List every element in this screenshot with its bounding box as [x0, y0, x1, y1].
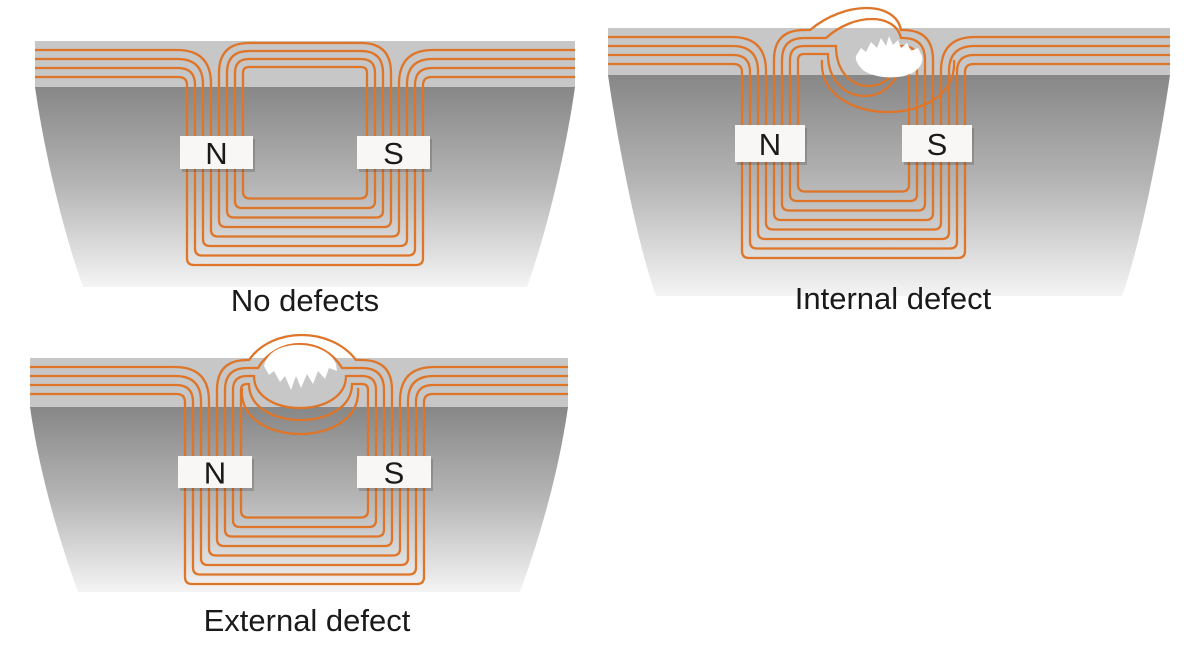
- field-line: [239, 488, 370, 519]
- field-line: [225, 169, 385, 219]
- field-line: [35, 66, 197, 136]
- field-line: [406, 374, 568, 456]
- field-line: [30, 365, 211, 456]
- field-line: [796, 162, 911, 193]
- field-line: [30, 383, 195, 456]
- field-line: [963, 62, 1170, 125]
- field-line: [955, 53, 1170, 125]
- pole-box-s: [357, 456, 431, 488]
- field-line: [240, 387, 360, 436]
- field-line: [772, 162, 935, 222]
- panel-svg-external-defect: N S External defect: [30, 333, 568, 638]
- slab-surface-strip: [35, 41, 575, 87]
- panel-external-defect: N S External defect: [0, 330, 600, 665]
- slab-body: [35, 87, 575, 287]
- field-line: [183, 488, 426, 586]
- pole-label-s: S: [927, 127, 948, 162]
- field-line: [780, 162, 927, 212]
- field-line: [772, 6, 935, 125]
- field-line: [199, 488, 410, 567]
- pole-box-n: [178, 456, 252, 488]
- field-line: [947, 44, 1170, 125]
- panel-internal-defect: N S Internal defect: [600, 0, 1200, 340]
- field-line: [241, 169, 369, 200]
- field-line: [788, 44, 919, 125]
- field-line: [414, 383, 568, 456]
- field-line: [207, 488, 402, 557]
- field-line: [35, 75, 189, 136]
- pole-label-s: S: [384, 456, 405, 491]
- panel-no-defects: N S No defects: [0, 0, 600, 340]
- field-line: [421, 75, 575, 136]
- field-line: [223, 488, 386, 538]
- field-line: [217, 169, 393, 229]
- field-line: [215, 488, 394, 548]
- field-line: [608, 35, 768, 125]
- defect-blob: [264, 344, 337, 390]
- pole-box-s: [357, 136, 430, 169]
- field-line: [233, 57, 377, 136]
- field-line: [201, 169, 409, 248]
- field-line: [764, 162, 943, 231]
- field-line: [231, 374, 378, 456]
- field-line: [405, 57, 575, 136]
- panel-caption: External defect: [204, 603, 411, 638]
- pole-box-s: [902, 125, 972, 162]
- pole-box-n: [735, 125, 805, 162]
- field-line: [740, 162, 967, 260]
- field-line: [209, 169, 401, 238]
- slab-body: [608, 75, 1170, 296]
- field-line: [225, 49, 385, 136]
- pole-label-s: S: [383, 136, 404, 171]
- pole-label-n: N: [204, 456, 226, 491]
- pole-label-n: N: [205, 136, 227, 171]
- pole-box-n: [180, 136, 253, 169]
- field-line: [422, 392, 568, 456]
- field-line: [223, 343, 386, 456]
- slab-body: [30, 407, 568, 592]
- pole-label-n: N: [759, 127, 781, 162]
- field-line: [233, 169, 377, 210]
- panel-svg-no-defects: N S No defects: [35, 41, 575, 318]
- field-line: [788, 162, 919, 203]
- field-line: [241, 65, 369, 136]
- field-line: [30, 392, 187, 456]
- field-line: [397, 48, 575, 136]
- field-line: [239, 382, 370, 456]
- defect-blob: [855, 36, 923, 78]
- panel-svg-internal-defect: N S Internal defect: [608, 6, 1170, 316]
- field-line: [820, 59, 956, 113]
- field-line: [756, 162, 951, 241]
- field-line: [608, 53, 752, 125]
- field-line: [939, 35, 1170, 125]
- panel-caption: Internal defect: [795, 281, 992, 316]
- field-line: [413, 66, 575, 136]
- field-line: [30, 374, 203, 456]
- panel-caption: No defects: [231, 283, 379, 318]
- field-line: [231, 488, 378, 529]
- field-line: [608, 44, 760, 125]
- field-line: [35, 48, 213, 136]
- field-line: [608, 62, 744, 125]
- field-line: [35, 57, 205, 136]
- field-line: [748, 162, 959, 250]
- field-line: [193, 169, 417, 257]
- field-line: [215, 333, 394, 456]
- field-line: [780, 18, 927, 125]
- field-line: [185, 169, 425, 267]
- field-line: [191, 488, 418, 576]
- field-line: [217, 41, 393, 136]
- field-line: [398, 365, 568, 456]
